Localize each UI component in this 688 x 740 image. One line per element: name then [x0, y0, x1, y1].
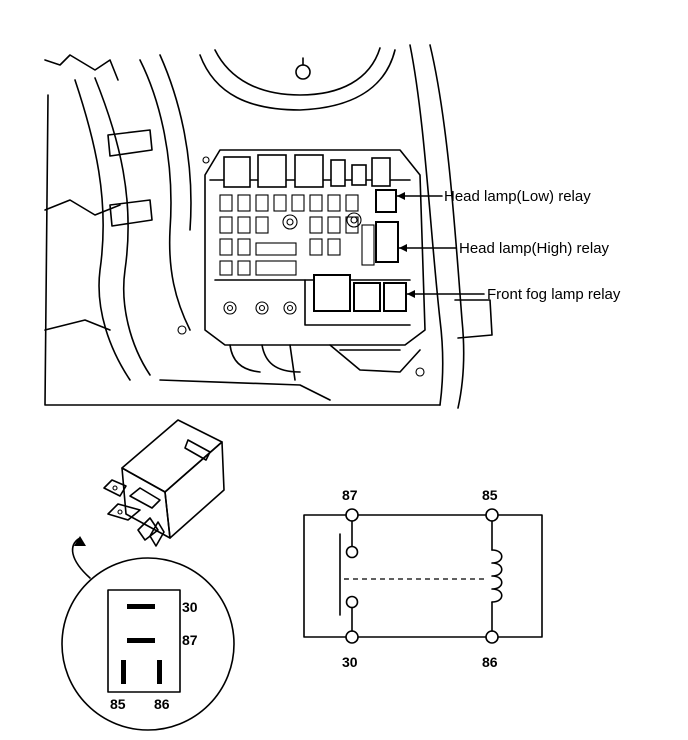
connector-pinout — [61, 557, 235, 731]
connector-pin-85: 85 — [110, 696, 126, 712]
head-lamp-low-relay — [375, 189, 397, 213]
schematic-pin-87: 87 — [342, 487, 358, 503]
head-lamp-low-relay-label: Head lamp(Low) relay — [444, 188, 591, 205]
relay-schematic — [303, 508, 543, 644]
schematic-pin-85: 85 — [482, 487, 498, 503]
connector-pin-30: 30 — [182, 599, 198, 615]
schematic-pin-30: 30 — [342, 654, 358, 670]
curved-arrow — [71, 537, 91, 579]
connector-pin-86: 86 — [154, 696, 170, 712]
head-lamp-high-relay-label: Head lamp(High) relay — [459, 240, 610, 257]
schematic-pin-86: 86 — [482, 654, 498, 670]
engine-bay-illustration — [44, 44, 493, 409]
front-fog-lamp-relay-label: Front fog lamp relay — [487, 286, 621, 303]
callout-arrows — [396, 192, 485, 298]
front-fog-lamp-relay — [383, 282, 407, 312]
relay-3d-illustration — [103, 419, 225, 547]
head-lamp-high-relay — [375, 221, 399, 263]
connector-pin-87: 87 — [182, 632, 198, 648]
